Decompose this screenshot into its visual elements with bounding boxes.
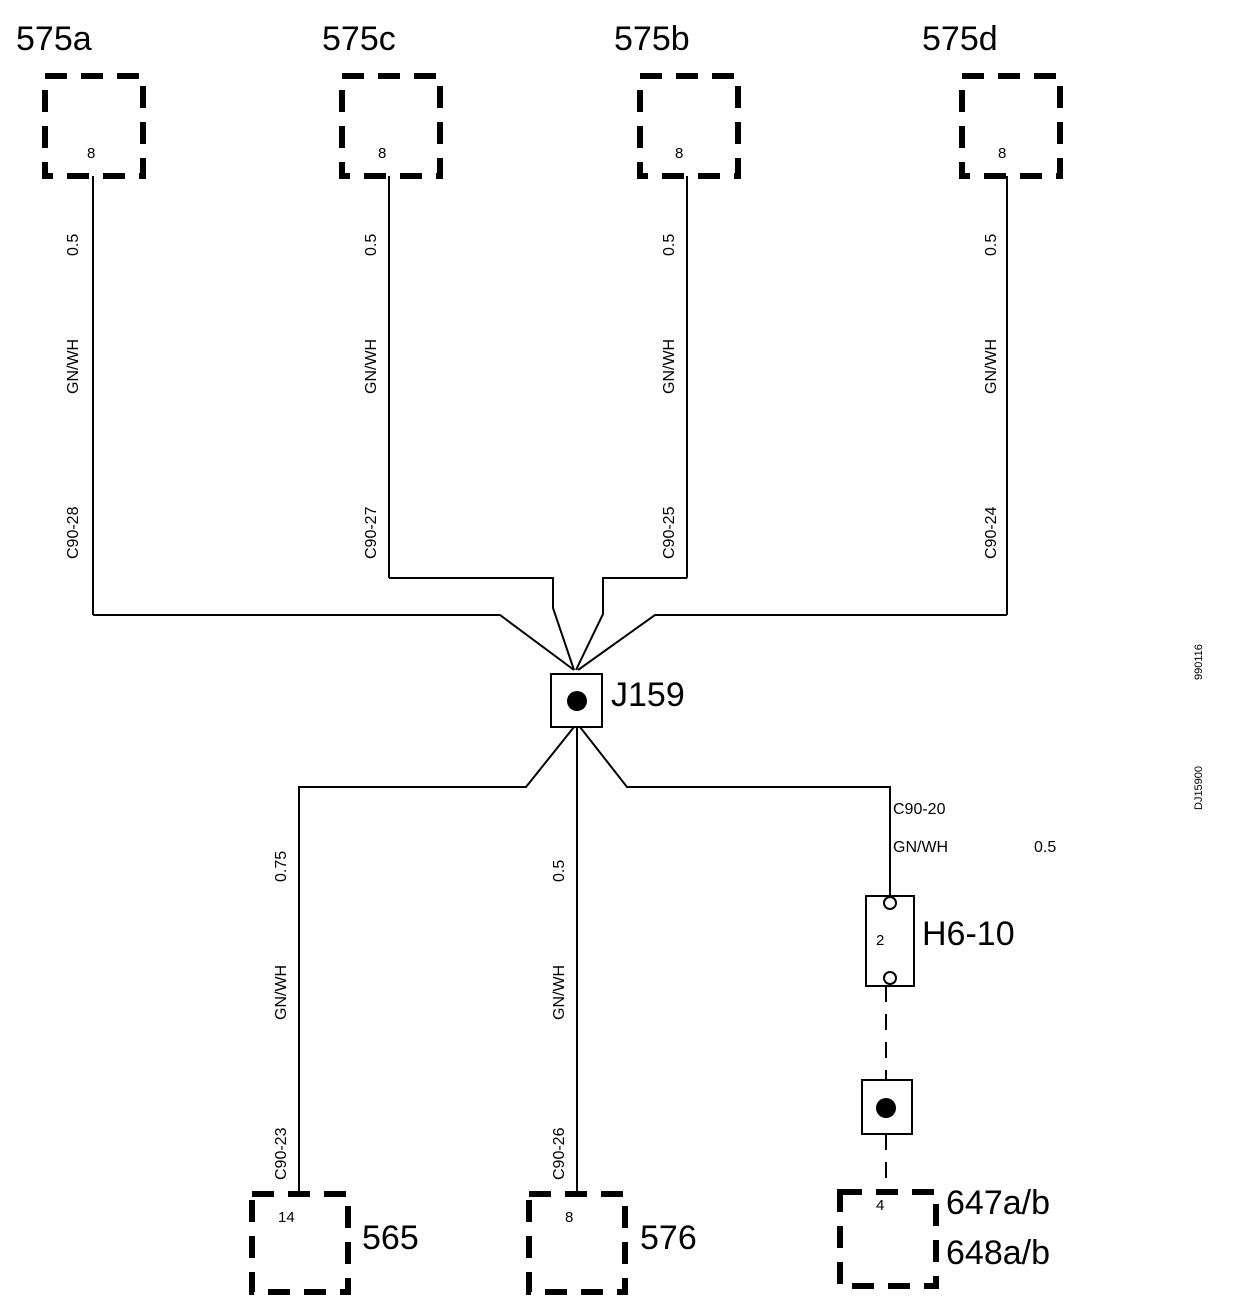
side-code-2: DJ15900	[1193, 766, 1205, 810]
wire-576-circuit: C90-26	[551, 1127, 568, 1180]
side-code-1: 990116	[1193, 644, 1205, 680]
connector-575a-pin: 8	[87, 145, 95, 162]
wire-h6-10-circuit: C90-20	[893, 801, 946, 818]
connector-575a-label: 575a	[16, 20, 92, 58]
wire-j159-to-565	[298, 726, 575, 1193]
connector-575d: 575d 8 0.5 GN/WH C90-24	[922, 20, 1063, 615]
wire-575d-circuit: C90-24	[983, 506, 1000, 559]
wire-576-gauge: 0.5	[551, 860, 568, 882]
wire-565-gauge: 0.75	[273, 851, 290, 882]
connector-565-box	[249, 1191, 351, 1295]
wire-h6-10-color: GN/WH	[893, 839, 948, 856]
connector-565: 0.75 GN/WH C90-23 14 565	[249, 851, 419, 1295]
connector-647-648-box	[837, 1189, 939, 1289]
wire-h6-10-gauge: 0.5	[1034, 839, 1056, 856]
wire-565-circuit: C90-23	[273, 1127, 290, 1180]
wire-575c-color: GN/WH	[363, 339, 380, 394]
connector-575b-label: 575b	[614, 20, 690, 58]
connector-648-label: 648a/b	[946, 1234, 1050, 1272]
wire-575a-color: GN/WH	[65, 339, 82, 394]
wire-575c-circuit: C90-27	[363, 506, 380, 559]
connector-575b: 575b 8 0.5 GN/WH C90-25	[614, 20, 741, 578]
wire-576-color: GN/WH	[551, 965, 568, 1020]
wire-575b-gauge: 0.5	[661, 234, 678, 256]
connector-575c-pin: 8	[378, 145, 386, 162]
connector-565-label: 565	[362, 1219, 419, 1257]
connector-575d-label: 575d	[922, 20, 998, 58]
wire-575b-to-j159	[575, 577, 687, 671]
splice-dot	[876, 1098, 896, 1118]
right-branch: C90-20 GN/WH 0.5 2 H6-10 4 647a/b 648a/b	[837, 801, 1056, 1289]
wire-575a-gauge: 0.5	[65, 234, 82, 256]
connector-647-label: 647a/b	[946, 1184, 1050, 1222]
wire-575b-circuit: C90-25	[661, 506, 678, 559]
wire-575c-gauge: 0.5	[363, 234, 380, 256]
connector-575c-box	[339, 73, 443, 179]
inline-connector-h6-10-bottom-terminal	[883, 971, 897, 985]
connector-576-label: 576	[640, 1219, 697, 1257]
junction-j159-label: J159	[611, 676, 685, 714]
connector-576-pin: 8	[565, 1209, 573, 1226]
connector-575d-box	[959, 73, 1063, 179]
connector-565-pin: 14	[278, 1209, 295, 1226]
wire-575b-color: GN/WH	[661, 339, 678, 394]
wire-565-color: GN/WH	[273, 965, 290, 1020]
inline-connector-h6-10-pin: 2	[876, 932, 884, 949]
wire-575a-to-j159	[93, 614, 575, 671]
connector-575a: 575a 8 0.5 GN/WH C90-28	[16, 20, 146, 615]
junction-j159-dot	[567, 691, 587, 711]
inline-connector-h6-10-label: H6-10	[922, 915, 1015, 953]
connector-575a-box	[42, 73, 146, 179]
connector-647-648-pin: 4	[876, 1197, 884, 1214]
connector-576: 0.5 GN/WH C90-26 8 576	[526, 860, 697, 1295]
wire-575c-to-j159	[389, 577, 575, 671]
wire-575d-color: GN/WH	[983, 339, 1000, 394]
connector-575c: 575c 8 0.5 GN/WH C90-27	[322, 20, 443, 578]
junction-j159: J159	[550, 673, 685, 728]
connector-575c-label: 575c	[322, 20, 396, 58]
wire-575d-gauge: 0.5	[983, 234, 1000, 256]
inline-connector-h6-10-top-terminal	[883, 896, 897, 910]
wire-575a-circuit: C90-28	[65, 506, 82, 559]
connector-575d-pin: 8	[998, 145, 1006, 162]
connector-575b-pin: 8	[675, 145, 683, 162]
wire-575d-to-j159	[577, 614, 1007, 671]
connector-575b-box	[637, 73, 741, 179]
connector-576-box	[526, 1191, 628, 1295]
wire-j159-to-h6-10	[579, 726, 891, 896]
